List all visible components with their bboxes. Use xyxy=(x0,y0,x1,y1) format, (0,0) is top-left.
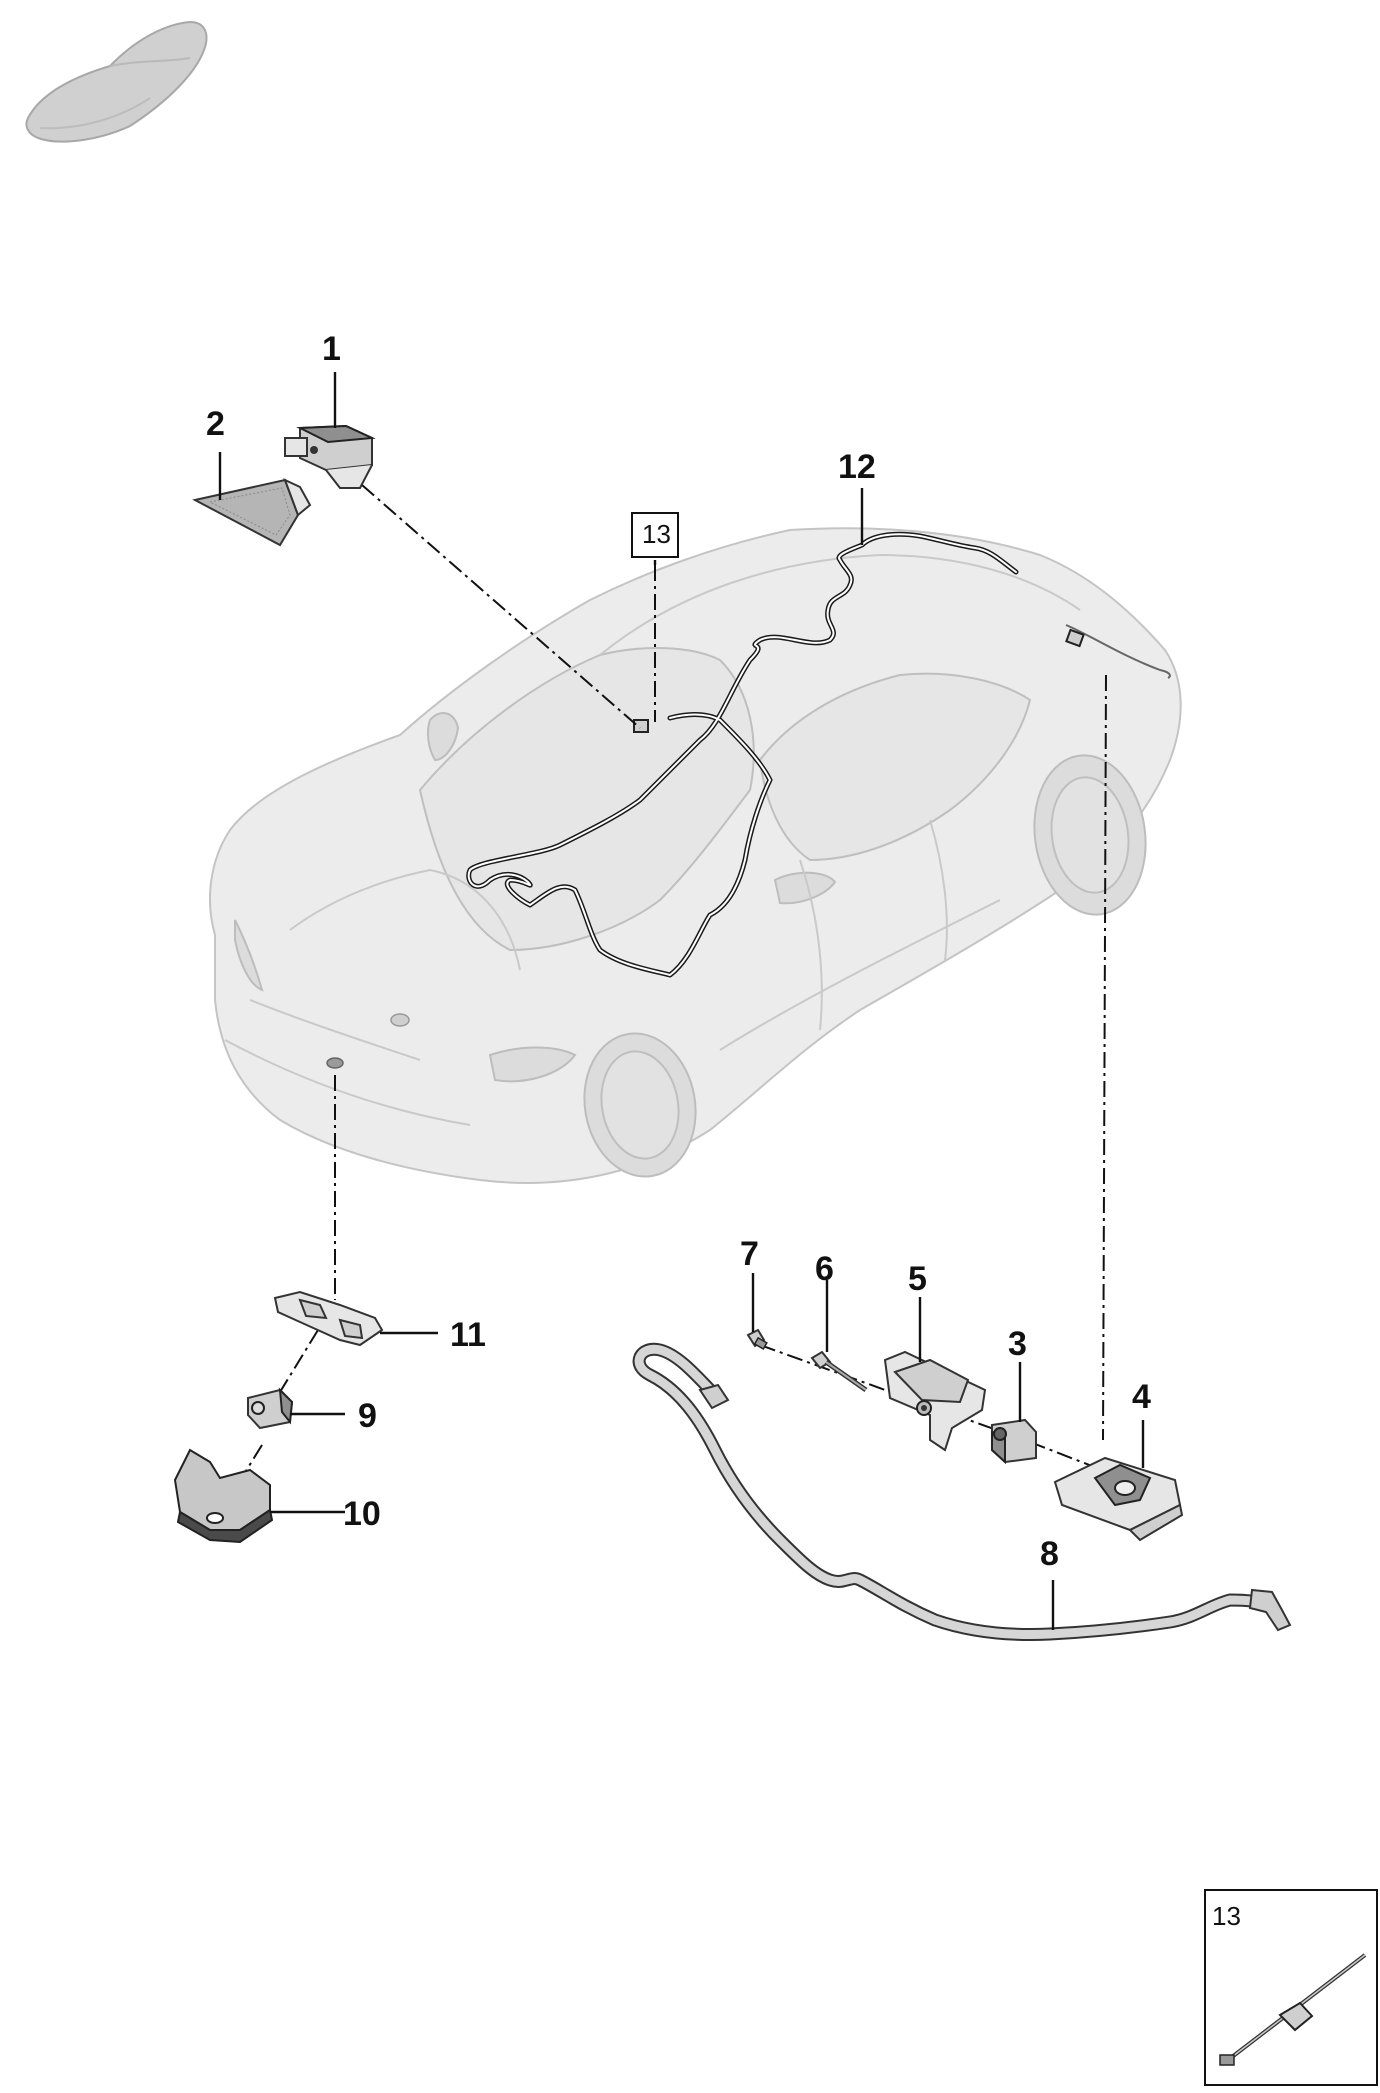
callout-9: 9 xyxy=(358,1397,377,1435)
callout-1: 1 xyxy=(322,330,341,368)
part-7-clip xyxy=(746,1328,768,1350)
part-6-screw xyxy=(810,1350,868,1393)
callout-12: 12 xyxy=(838,448,876,486)
boxed-reference-13: 13 xyxy=(631,512,679,558)
callout-4: 4 xyxy=(1132,1378,1151,1416)
part-10-bracket xyxy=(173,1448,274,1544)
callout-7: 7 xyxy=(740,1235,759,1273)
inset-label: 13 xyxy=(1212,1901,1241,1931)
callout-2: 2 xyxy=(206,405,225,443)
part-8-cable xyxy=(632,1342,1292,1641)
part-11-holder xyxy=(273,1290,384,1347)
callout-6: 6 xyxy=(815,1250,834,1288)
inset-13: 13 xyxy=(1204,1889,1378,2086)
part-2-cover xyxy=(192,478,312,547)
callout-5: 5 xyxy=(908,1260,927,1298)
callout-3: 3 xyxy=(1008,1325,1027,1363)
part-1-sensor xyxy=(284,424,376,489)
vehicle-thumbnail-icon xyxy=(25,20,208,143)
callout-numbers: 1 2 12 7 6 5 3 4 8 11 9 10 xyxy=(206,330,1151,1573)
wiring-harness xyxy=(466,531,1171,978)
part-9-camera xyxy=(247,1387,294,1430)
boxed-reference-label: 13 xyxy=(642,519,671,549)
callout-8: 8 xyxy=(1040,1535,1059,1573)
part-5-plate xyxy=(883,1350,987,1452)
part-4-housing xyxy=(1053,1456,1184,1542)
callout-10: 10 xyxy=(343,1495,381,1533)
part-3-sensor xyxy=(991,1418,1037,1465)
callout-11: 11 xyxy=(450,1316,486,1354)
vehicle-body xyxy=(209,527,1182,1184)
leader-lines xyxy=(218,372,1145,1630)
